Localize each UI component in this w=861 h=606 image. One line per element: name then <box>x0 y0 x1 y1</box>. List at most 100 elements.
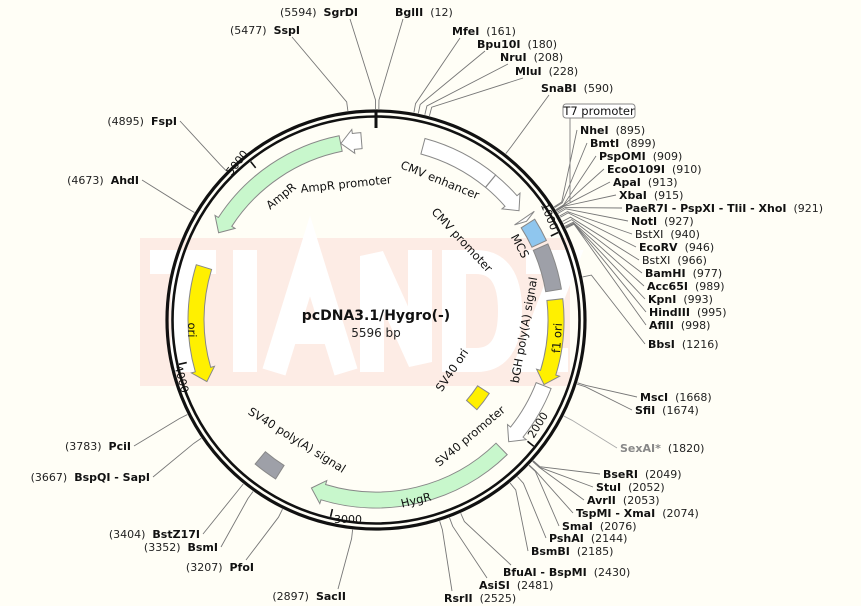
site-label[interactable]: Bpu10I (180) <box>477 38 557 51</box>
site-label[interactable]: BstXI (966) <box>642 254 707 267</box>
site-label[interactable]: MluI (228) <box>515 65 578 78</box>
site-pspomi[interactable]: PspOMI (909) <box>599 150 682 163</box>
site-bstxi[interactable]: BstXI (940) <box>635 228 700 241</box>
site-label[interactable]: (4673) AhdI <box>67 174 139 187</box>
site-label[interactable]: PaeR7I - PspXI - TliI - XhoI (921) <box>625 202 823 215</box>
site-smai[interactable]: SmaI (2076) <box>562 520 636 533</box>
site-bsmbi[interactable]: BsmBI (2185) <box>531 545 613 558</box>
site-label[interactable]: Acc65I (989) <box>647 280 725 293</box>
site-nrui[interactable]: NruI (208) <box>500 51 563 64</box>
site-label[interactable]: SexAI* (1820) <box>620 442 704 455</box>
site-label[interactable]: PshAI (2144) <box>549 532 627 545</box>
site-msci[interactable]: MscI (1668) <box>640 391 712 404</box>
site-sexai-[interactable]: SexAI* (1820) <box>620 442 704 455</box>
site-aflii[interactable]: AflII (998) <box>649 319 710 332</box>
site-xbai[interactable]: XbaI (915) <box>619 189 683 202</box>
site-label[interactable]: BsmBI (2185) <box>531 545 613 558</box>
site-nhei[interactable]: NheI (895) <box>580 124 645 137</box>
feature-ampr[interactable] <box>214 135 343 234</box>
site-label[interactable]: (3352) BsmI <box>144 541 218 554</box>
site-ahdi[interactable]: (4673) AhdI <box>67 174 139 187</box>
feature-ampr-promoter[interactable] <box>340 128 363 155</box>
site-label[interactable]: MscI (1668) <box>640 391 712 404</box>
site-sfii[interactable]: SfiI (1674) <box>635 404 699 417</box>
site-kpni[interactable]: KpnI (993) <box>648 293 713 306</box>
site-label[interactable]: BbsI (1216) <box>648 338 718 351</box>
site-label[interactable]: AvrII (2053) <box>587 494 659 507</box>
feature-bgh-poly-a-signal[interactable] <box>532 243 562 293</box>
site-avrii[interactable]: AvrII (2053) <box>587 494 659 507</box>
site-bglii[interactable]: BglII (12) <box>395 6 453 19</box>
site-label[interactable]: HindIII (995) <box>649 306 727 319</box>
site-label[interactable]: (2897) SacII <box>272 590 346 603</box>
site-label[interactable]: SnaBI (590) <box>541 82 613 95</box>
feature-sv40-promoter[interactable] <box>506 381 552 443</box>
site-bspqi-sapi[interactable]: (3667) BspQI - SapI <box>31 471 150 484</box>
site-label[interactable]: TspMI - XmaI (2074) <box>576 507 699 520</box>
feature-ori[interactable] <box>187 264 216 383</box>
site-bfuai-bspmi[interactable]: BfuAI - BspMI (2430) <box>503 566 630 579</box>
site-label[interactable]: EcoO109I (910) <box>607 163 702 176</box>
site-label[interactable]: AflII (998) <box>649 319 710 332</box>
feature-mcs[interactable] <box>520 218 548 248</box>
site-label[interactable]: BstXI (940) <box>635 228 700 241</box>
site-ecorv[interactable]: EcoRV (946) <box>639 241 714 254</box>
site-label[interactable]: XbaI (915) <box>619 189 683 202</box>
site-label[interactable]: BamHI (977) <box>645 267 722 280</box>
site-sgrdi[interactable]: (5594) SgrDI <box>280 6 358 19</box>
site-bseri[interactable]: BseRI (2049) <box>603 468 682 481</box>
site-label[interactable]: StuI (2052) <box>596 481 665 494</box>
feature-t7-promoter[interactable] <box>514 210 535 226</box>
feature-f1-ori[interactable] <box>535 298 565 386</box>
site-bpu10i[interactable]: Bpu10I (180) <box>477 38 557 51</box>
site-ecoo109i[interactable]: EcoO109I (910) <box>607 163 702 176</box>
site-label[interactable]: ApaI (913) <box>613 176 678 189</box>
site-pshai[interactable]: PshAI (2144) <box>549 532 627 545</box>
site-label[interactable]: KpnI (993) <box>648 293 713 306</box>
site-mlui[interactable]: MluI (228) <box>515 65 578 78</box>
site-bmti[interactable]: BmtI (899) <box>590 137 656 150</box>
site-fspi[interactable]: (4895) FspI <box>107 115 177 128</box>
site-label[interactable]: AsiSI (2481) <box>479 579 553 592</box>
site-pcii[interactable]: (3783) PciI <box>65 440 131 453</box>
site-rsrii[interactable]: RsrII (2525) <box>444 592 516 605</box>
feature-cmv-promoter[interactable] <box>484 174 521 212</box>
site-label[interactable]: BglII (12) <box>395 6 453 19</box>
site-label[interactable]: MfeI (161) <box>452 25 516 38</box>
site-paer7i-pspxi-tlii-xhoi[interactable]: PaeR7I - PspXI - TliI - XhoI (921) <box>625 202 823 215</box>
site-asisi[interactable]: AsiSI (2481) <box>479 579 553 592</box>
site-stui[interactable]: StuI (2052) <box>596 481 665 494</box>
site-label[interactable]: (4895) FspI <box>107 115 177 128</box>
site-label[interactable]: PspOMI (909) <box>599 150 682 163</box>
site-pfoi[interactable]: (3207) PfoI <box>186 561 254 574</box>
feature-hygr[interactable] <box>310 442 508 509</box>
site-label[interactable]: (5594) SgrDI <box>280 6 358 19</box>
site-sspi[interactable]: (5477) SspI <box>230 24 300 37</box>
site-mfei[interactable]: MfeI (161) <box>452 25 516 38</box>
site-bstz17i[interactable]: (3404) BstZ17I <box>109 528 200 541</box>
site-bbsi[interactable]: BbsI (1216) <box>648 338 718 351</box>
site-snabi[interactable]: SnaBI (590) <box>541 82 613 95</box>
site-label[interactable]: (3667) BspQI - SapI <box>31 471 150 484</box>
feature-sv40-poly-a-signal[interactable] <box>254 450 285 480</box>
site-label[interactable]: SmaI (2076) <box>562 520 636 533</box>
site-label[interactable]: SfiI (1674) <box>635 404 699 417</box>
site-label[interactable]: BseRI (2049) <box>603 468 682 481</box>
site-noti[interactable]: NotI (927) <box>631 215 694 228</box>
site-label[interactable]: BmtI (899) <box>590 137 656 150</box>
site-bstxi[interactable]: BstXI (966) <box>642 254 707 267</box>
site-hindiii[interactable]: HindIII (995) <box>649 306 727 319</box>
site-bsmi[interactable]: (3352) BsmI <box>144 541 218 554</box>
site-bamhi[interactable]: BamHI (977) <box>645 267 722 280</box>
site-label[interactable]: EcoRV (946) <box>639 241 714 254</box>
site-acc65i[interactable]: Acc65I (989) <box>647 280 725 293</box>
site-label[interactable]: NheI (895) <box>580 124 645 137</box>
feature-sv40-ori[interactable] <box>465 385 490 411</box>
site-label[interactable]: NotI (927) <box>631 215 694 228</box>
site-label[interactable]: RsrII (2525) <box>444 592 516 605</box>
site-label[interactable]: (3783) PciI <box>65 440 131 453</box>
site-label[interactable]: (5477) SspI <box>230 24 300 37</box>
site-sacii[interactable]: (2897) SacII <box>272 590 346 603</box>
site-label[interactable]: (3207) PfoI <box>186 561 254 574</box>
site-label[interactable]: (3404) BstZ17I <box>109 528 200 541</box>
